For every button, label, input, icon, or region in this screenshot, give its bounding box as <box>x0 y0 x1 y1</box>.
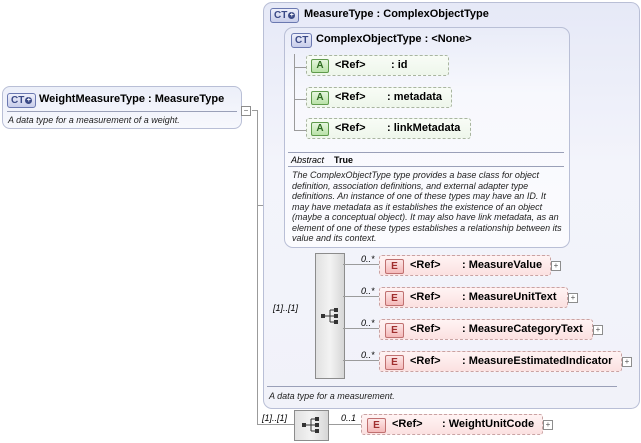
connector-line <box>294 130 306 131</box>
element-name: : MeasureValue <box>462 259 543 271</box>
weight-measure-type-description: A data type for a measurement of a weigh… <box>8 115 180 125</box>
connector-line <box>343 360 379 361</box>
connector-line <box>294 99 306 100</box>
attribute-ref: <Ref> <box>335 91 366 103</box>
element-ref: <Ref> <box>410 355 441 367</box>
connector-line <box>294 54 295 130</box>
connector-line <box>257 110 258 424</box>
divider <box>267 386 617 387</box>
measure-type-title: MeasureType : ComplexObjectType <box>304 8 489 20</box>
abstract-label: Abstract <box>291 155 325 165</box>
complex-type-icon: CT+ <box>7 93 37 108</box>
element-name: : WeightUnitCode <box>442 418 535 430</box>
element-name: : MeasureCategoryText <box>462 323 583 335</box>
element-cardinality: 0..* <box>361 254 375 264</box>
connector-line <box>252 110 257 111</box>
element-icon: E <box>385 323 404 338</box>
abstract-value: True <box>334 155 354 165</box>
weight-measure-type-box[interactable]: CT+ WeightMeasureType : MeasureType A da… <box>2 86 242 129</box>
sequence-icon <box>321 308 338 324</box>
element-ref: <Ref> <box>410 259 441 271</box>
element-icon: E <box>367 418 386 433</box>
divider <box>288 152 564 153</box>
connector-line <box>327 424 361 425</box>
attribute-link-metadata[interactable]: A <Ref> : linkMetadata <box>306 118 471 139</box>
element-measure-unit-text[interactable]: E <Ref> : MeasureUnitText <box>379 287 568 308</box>
element-cardinality: 0..* <box>361 286 375 296</box>
element-ref: <Ref> <box>392 418 423 430</box>
expand-toggle[interactable]: + <box>543 420 553 430</box>
attribute-ref: <Ref> <box>335 122 366 134</box>
connector-line <box>343 328 379 329</box>
expand-toggle[interactable]: + <box>551 261 561 271</box>
weight-measure-type-title: WeightMeasureType : MeasureType <box>39 93 225 105</box>
attribute-metadata[interactable]: A <Ref> : metadata <box>306 87 452 108</box>
element-name: : MeasureUnitText <box>462 291 557 303</box>
attribute-name: : linkMetadata <box>387 122 461 134</box>
divider <box>7 111 237 112</box>
attribute-name: : id <box>391 59 408 71</box>
connector-line <box>294 67 306 68</box>
expand-toggle[interactable]: + <box>593 325 603 335</box>
sequence-icon <box>302 417 319 433</box>
element-icon: E <box>385 355 404 370</box>
element-weight-unit-code[interactable]: E <Ref> : WeightUnitCode <box>361 414 543 435</box>
sequence-cardinality: [1]..[1] <box>262 413 288 423</box>
element-measure-category-text[interactable]: E <Ref> : MeasureCategoryText <box>379 319 593 340</box>
complex-type-icon: CT <box>291 33 313 48</box>
complex-type-icon: CT+ <box>270 8 300 23</box>
attribute-icon: A <box>311 122 329 136</box>
divider <box>288 166 564 167</box>
element-cardinality: 0..1 <box>341 413 357 423</box>
attribute-name: : metadata <box>387 91 443 103</box>
element-ref: <Ref> <box>410 291 441 303</box>
attribute-ref: <Ref> <box>335 59 366 71</box>
sequence-compositor[interactable] <box>315 253 345 379</box>
connector-line <box>257 205 264 206</box>
connector-line <box>257 424 294 425</box>
connector-line <box>343 296 379 297</box>
complex-object-type-title: ComplexObjectType : <None> <box>316 33 472 45</box>
element-cardinality: 0..* <box>361 318 375 328</box>
attribute-id[interactable]: A <Ref> : id <box>306 55 449 76</box>
sequence-compositor[interactable] <box>294 410 329 441</box>
expand-toggle[interactable]: + <box>622 357 632 367</box>
element-cardinality: 0..* <box>361 350 375 360</box>
expand-toggle[interactable]: + <box>568 293 578 303</box>
connector-line <box>343 264 379 265</box>
element-ref: <Ref> <box>410 323 441 335</box>
element-name: : MeasureEstimatedIndicator <box>462 355 613 367</box>
element-icon: E <box>385 259 404 274</box>
element-measure-value[interactable]: E <Ref> : MeasureValue <box>379 255 551 276</box>
collapse-toggle[interactable]: − <box>241 106 251 116</box>
element-icon: E <box>385 291 404 306</box>
complex-object-type-description: The ComplexObjectType type provides a ba… <box>292 170 562 243</box>
element-measure-estimated-indicator[interactable]: E <Ref> : MeasureEstimatedIndicator <box>379 351 622 372</box>
attribute-icon: A <box>311 59 329 73</box>
measure-type-description: A data type for a measurement. <box>269 391 395 401</box>
sequence-cardinality: [1]..[1] <box>273 303 299 313</box>
attribute-icon: A <box>311 91 329 105</box>
